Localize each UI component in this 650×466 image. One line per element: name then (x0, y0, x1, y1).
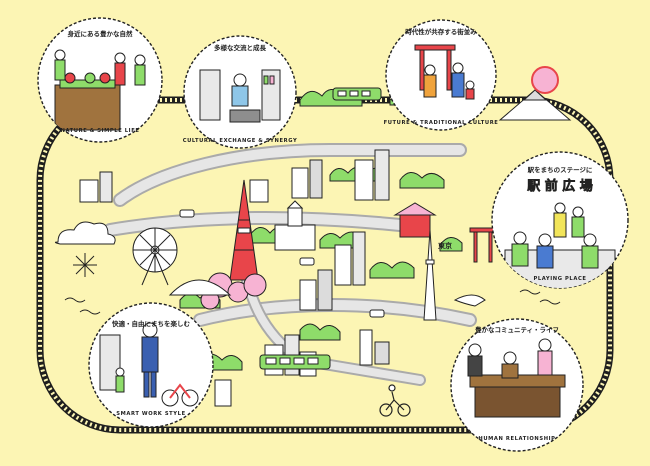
vignette-culture-title: 多様な交流と成長 (214, 43, 267, 52)
vignette-nature: 身近にある豊かな自然 NATURE & SIMPLE LIFE (37, 17, 163, 143)
vignette-work-caption: SMART WORK STYLE (116, 411, 185, 417)
tokyo-tower (229, 179, 259, 281)
station-label: 東京 (438, 241, 452, 250)
vignette-human-title: 豊かなコミュニティ・ライフ (475, 325, 559, 334)
vignette-culture: 多様な交流と成長 CULTURAL EXCHANGE & SYNERGY (183, 35, 298, 149)
cloud (54, 221, 116, 245)
government-building (274, 200, 316, 251)
dome-stadium (168, 279, 232, 296)
temple (393, 202, 437, 238)
ferris-wheel (132, 227, 178, 286)
train-bottom (259, 354, 331, 370)
bicycle-rider (379, 384, 411, 417)
open-hands (453, 294, 486, 307)
vignette-nature-title: 身近にある豊かな自然 (68, 29, 134, 38)
sky-tree (423, 229, 437, 321)
vignette-future-caption: FUTURE & TRADITIONAL CULTURE (384, 120, 499, 126)
station-square-sign: 駅 前 広 場 (526, 178, 593, 194)
vignette-human-caption: HUMAN RELATIONSHIP (478, 436, 555, 442)
vignette-future-title: 時代性が共存する街並み (405, 27, 477, 36)
vignette-future: 時代性が共存する街並み FUTURE & TRADITIONAL CULTURE (384, 19, 499, 131)
train-top (332, 87, 382, 101)
fireworks (73, 253, 97, 277)
mountain (498, 89, 572, 121)
vignette-human: 豊かなコミュニティ・ライフ HUMAN RELATIONSHIP (450, 318, 584, 452)
vignette-playing-title: 駅をまちのステージに (528, 165, 593, 174)
vignette-nature-caption: NATURE & SIMPLE LIFE (61, 128, 140, 134)
sun (531, 66, 559, 94)
vignette-work: 快適・自由にまちを楽しむ SMART WORK STYLE (88, 302, 214, 428)
vignette-playing-caption: PLAYING PLACE (534, 276, 587, 282)
river-waves (64, 289, 561, 315)
vignette-culture-caption: CULTURAL EXCHANGE & SYNERGY (183, 138, 298, 144)
vignette-work-title: 快適・自由にまちを楽しむ (112, 319, 191, 328)
cars (179, 209, 385, 318)
